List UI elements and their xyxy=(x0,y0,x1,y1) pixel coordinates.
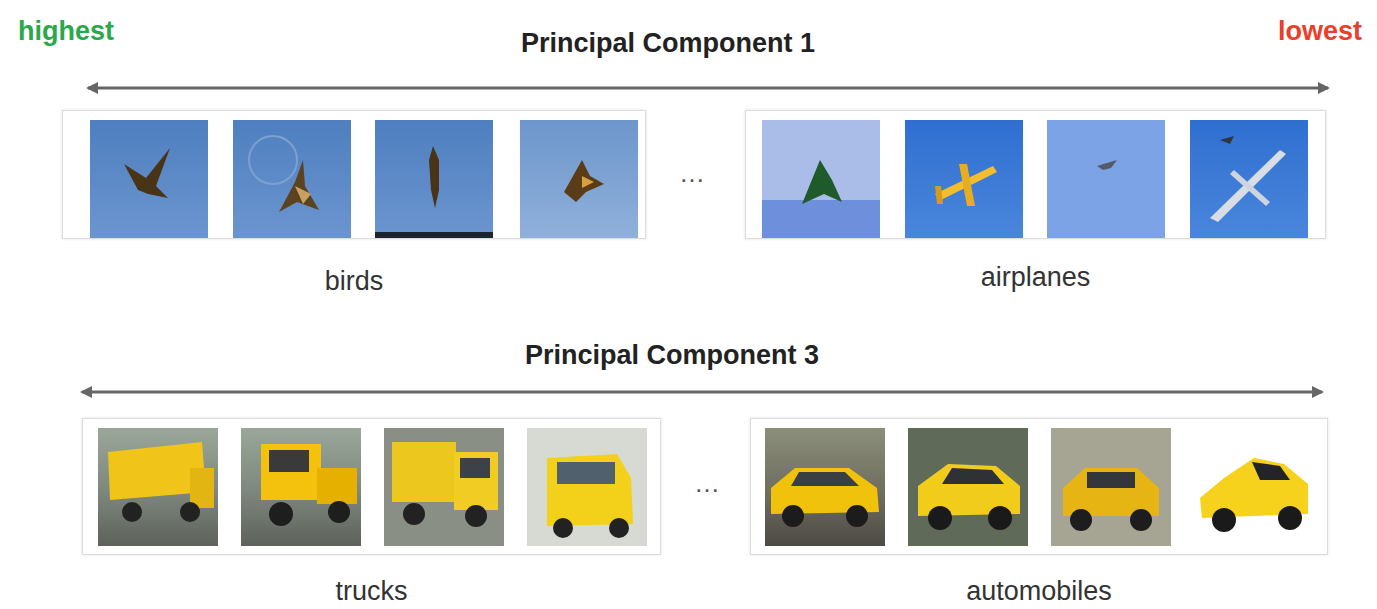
class-label: trucks xyxy=(43,576,700,607)
ellipsis: … xyxy=(694,468,720,499)
axis-arrow xyxy=(88,87,1328,90)
image-panel: trucks xyxy=(82,418,661,555)
ellipsis: … xyxy=(679,158,705,189)
axis-title: Principal Component 1 xyxy=(521,28,815,59)
class-label: birds xyxy=(23,266,685,297)
class-label: automobiles xyxy=(711,576,1367,607)
scale-end-label: highest xyxy=(18,16,114,47)
image-panel: birds xyxy=(62,110,646,239)
truck-thumbnails xyxy=(98,428,647,546)
scale-end-label: lowest xyxy=(1278,16,1362,47)
airplane-thumbnails xyxy=(762,120,1308,238)
image-panel: automobiles xyxy=(750,418,1328,555)
axis-title: Principal Component 3 xyxy=(525,340,819,371)
car-thumbnails xyxy=(765,428,1314,546)
image-panel: airplanes xyxy=(745,110,1326,239)
axis-arrow xyxy=(82,391,1322,394)
bird-thumbnails xyxy=(90,120,638,238)
class-label: airplanes xyxy=(706,262,1365,293)
